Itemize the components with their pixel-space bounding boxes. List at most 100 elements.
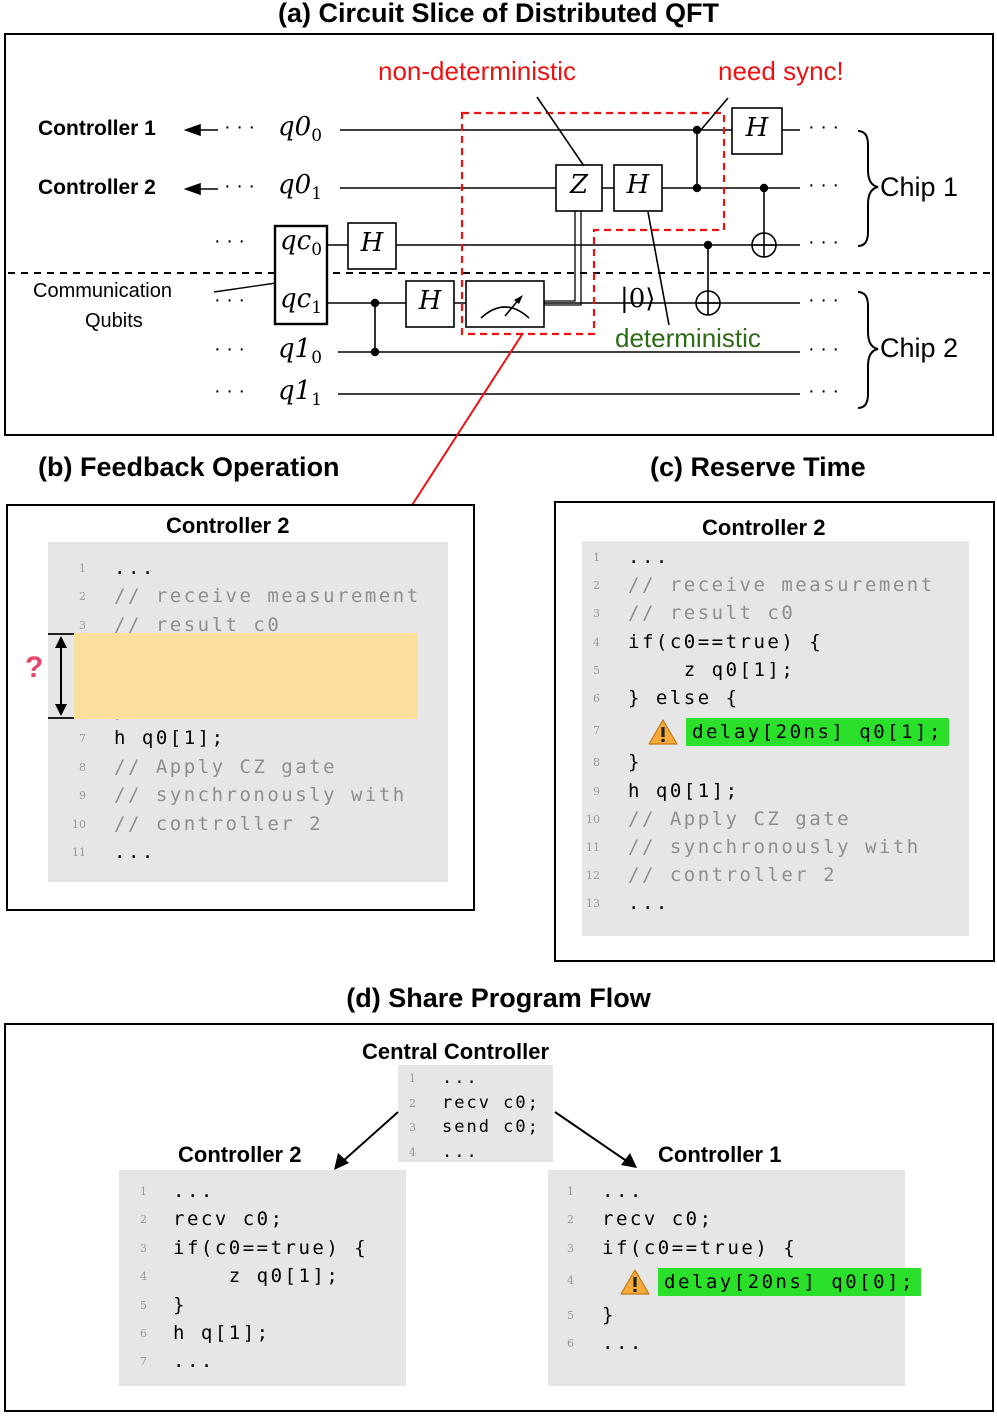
code-line: 8 // Apply CZ gate — [48, 753, 448, 781]
code-text: // result c0 — [114, 613, 282, 636]
code-line: 5} — [119, 1291, 406, 1319]
line-number: 2 — [79, 590, 86, 604]
z-gate-label: Z — [569, 170, 589, 200]
h-gate-q0-0-label: H — [745, 113, 769, 143]
code-line: 2 // receive measurement — [48, 582, 448, 610]
code-text: // receive measurement — [628, 574, 935, 597]
line-number: 3 — [79, 618, 86, 632]
code-text: send c0; — [442, 1117, 540, 1137]
panel-c-title: (c) Reserve Time — [650, 452, 866, 482]
line-number: 4 — [140, 1270, 147, 1284]
line-number: 1 — [79, 562, 86, 575]
dots-right-q0-0: · · · — [808, 116, 840, 138]
panel-a-circuit — [4, 33, 994, 436]
code-line: 4 delay[20ns] q0[0]; — [548, 1266, 921, 1298]
code-text: // synchronously with — [628, 836, 921, 858]
code-line: 11... — [48, 838, 448, 866]
code-text: ... — [628, 546, 670, 568]
line-number: 5 — [593, 663, 600, 677]
code-line: 10// controller 2 — [48, 810, 448, 838]
line-number: 9 — [79, 789, 86, 803]
line-number: 1 — [409, 1072, 416, 1085]
central-controller-code: 1... 2 recv c0; 3 send c0; 4... — [398, 1065, 553, 1162]
code-text: ... — [442, 1141, 479, 1162]
panel-b-controller-label: Controller 2 — [166, 513, 290, 538]
dots-q1-1: · · · — [214, 380, 246, 402]
ket-zero-label: |0⟩ — [620, 284, 656, 314]
code-line: 8} — [582, 748, 969, 776]
code-text: // receive measurement — [114, 585, 421, 608]
qubit-label-q0-0: q00 — [278, 112, 323, 147]
line-number: 2 — [409, 1096, 416, 1110]
warning-icon — [648, 718, 678, 746]
code-text: h q0[1]; — [114, 727, 226, 750]
code-line: 10// Apply CZ gate — [582, 805, 969, 833]
code-text: if(c0==true) { — [628, 630, 824, 653]
non-deterministic-label: non-deterministic — [378, 56, 576, 86]
h-gate-qc1-label: H — [418, 286, 442, 316]
code-text: if(c0==true) { — [173, 1236, 369, 1259]
code-line: 2 recv c0; — [398, 1089, 553, 1117]
line-number: 4 — [409, 1145, 416, 1159]
line-number: 2 — [567, 1213, 574, 1227]
line-number: 2 — [593, 579, 600, 593]
h-gate-q0-1-label: H — [626, 170, 650, 200]
panel-b-title: (b) Feedback Operation — [38, 452, 340, 482]
code-text: delay[20ns] q0[0]; — [658, 1268, 921, 1297]
need-sync-label: need sync! — [718, 56, 844, 86]
line-number: 6 — [593, 692, 600, 705]
code-text: // Apply CZ gate — [114, 755, 338, 778]
code-line: 4... — [398, 1138, 553, 1166]
code-text: if(c0==true) { — [602, 1236, 798, 1259]
code-line: 9// synchronously with — [48, 781, 448, 809]
line-number: 1 — [593, 551, 600, 564]
warning-icon — [620, 1268, 650, 1296]
code-line: 2 // receive measurement — [582, 571, 969, 599]
code-text: ... — [173, 1350, 215, 1373]
line-number: 8 — [79, 760, 86, 774]
line-number: 11 — [586, 841, 600, 854]
chip1-label: Chip 1 — [880, 172, 959, 202]
code-text: recv c0; — [173, 1208, 285, 1231]
code-text: delay[20ns] q0[1]; — [686, 718, 949, 747]
code-line: 3 if(c0==true) { — [119, 1234, 406, 1262]
code-text: // controller 2 — [114, 812, 324, 835]
code-text: // result c0 — [628, 602, 796, 625]
code-text: h q0[1]; — [628, 779, 740, 802]
code-line: 4 z q0[1]; — [119, 1262, 406, 1290]
code-line: 3// result c0 — [582, 599, 969, 627]
dots-q0-1: · · · — [224, 175, 256, 197]
line-number: 8 — [593, 756, 600, 770]
code-text: // Apply CZ gate — [628, 807, 852, 830]
code-line: 6} else { — [582, 684, 969, 712]
conditional-highlight — [74, 633, 418, 719]
line-number: 3 — [140, 1241, 147, 1255]
code-text: ... — [602, 1180, 644, 1202]
code-line: 1... — [119, 1177, 406, 1205]
code-text: z q0[1]; — [173, 1265, 341, 1288]
line-number: 3 — [409, 1121, 416, 1134]
central-controller-label: Central Controller — [362, 1039, 550, 1064]
line-number: 11 — [72, 846, 86, 859]
code-text: recv c0; — [442, 1092, 540, 1113]
line-number: 12 — [586, 869, 600, 883]
code-line: 1... — [548, 1177, 905, 1205]
dots-right-qc0: · · · — [808, 231, 840, 253]
code-line: 5} — [548, 1301, 905, 1329]
code-line: 3 // result c0 — [48, 611, 448, 639]
qubit-label-qc0: qc0 — [280, 226, 323, 261]
code-line: 1... — [48, 554, 448, 582]
code-text: h q[1]; — [173, 1322, 271, 1344]
panel-d-controller2-label: Controller 2 — [178, 1142, 302, 1167]
line-number: 2 — [140, 1213, 147, 1227]
code-text: ... — [442, 1068, 479, 1088]
dots-right-qc1: · · · — [808, 289, 840, 311]
line-number: 4 — [567, 1274, 574, 1288]
panel-d-title: (d) Share Program Flow — [346, 983, 651, 1013]
